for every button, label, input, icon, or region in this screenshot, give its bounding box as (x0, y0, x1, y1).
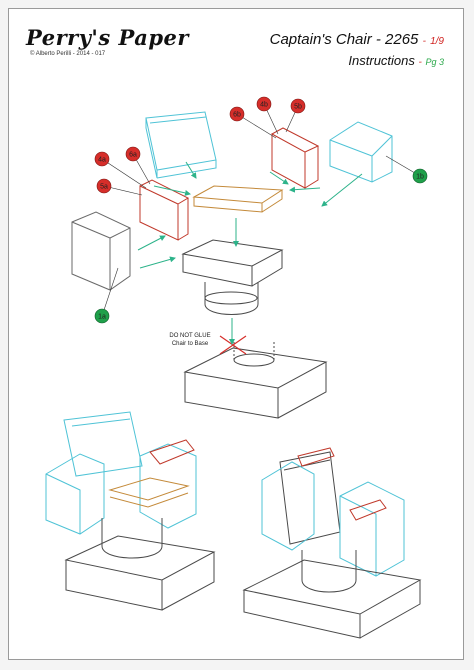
subtitle-separator: - (418, 57, 422, 68)
copyright-note: © Alberto Perilli - 2014 - 017 (30, 51, 106, 57)
warning-line-2: Chair to Base (171, 341, 209, 347)
assembly-arrows (137, 161, 363, 345)
base-part (183, 342, 328, 419)
svg-text:1b: 1b (416, 174, 424, 181)
callout-6a: 6a (125, 146, 141, 162)
do-not-glue-cross-icon (219, 335, 247, 355)
title-text: Captain's Chair - 2265 (269, 31, 419, 48)
armrest-left-part (139, 179, 190, 241)
side-panel-right (329, 121, 393, 183)
page-title: Captain's Chair - 2265 - 1/9 (270, 31, 444, 48)
armrest-right-part (271, 127, 320, 189)
callout-1a: 1a (94, 308, 110, 324)
subtitle-text: Instructions (348, 53, 415, 68)
callout-6b: 6b (229, 106, 245, 122)
assembled-chair-front-view (45, 411, 216, 611)
svg-text:5b: 5b (294, 104, 302, 111)
svg-text:6a: 6a (129, 152, 137, 159)
svg-text:5a: 5a (100, 184, 108, 191)
callout-5b: 5b (290, 98, 306, 114)
page-label: Pg 3 (425, 57, 444, 67)
backrest-part (145, 111, 217, 179)
title-separator: - (422, 36, 426, 47)
svg-text:4a: 4a (98, 157, 106, 164)
svg-text:4b: 4b (260, 102, 268, 109)
callout-4b: 4b (256, 96, 272, 112)
do-not-glue-note: DO NOT GLUE Chair to Base (145, 332, 235, 348)
page-number: 1/9 (430, 36, 444, 47)
callout-4a: 4a (94, 151, 110, 167)
brand-logo: Perry's Paper (26, 25, 189, 50)
svg-text:1a: 1a (98, 314, 106, 321)
side-panel-left (71, 211, 131, 291)
svg-text:6b: 6b (233, 112, 241, 119)
callout-5a: 5a (96, 178, 112, 194)
callout-1b: 1b (412, 168, 428, 184)
assembled-chair-rear-view (242, 447, 422, 639)
seat-frame-part (181, 239, 284, 315)
warning-line-1: DO NOT GLUE (169, 333, 211, 339)
seat-cushion-part (192, 185, 284, 213)
page-subtitle: Instructions - Pg 3 (348, 53, 444, 68)
